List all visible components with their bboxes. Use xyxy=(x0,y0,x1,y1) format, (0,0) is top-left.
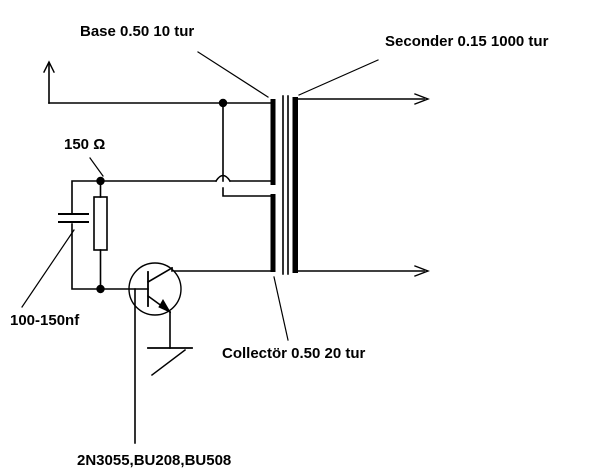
transistor-part-numbers-label: 2N3055,BU208,BU508 xyxy=(77,452,232,469)
capacitor-value-label: 100-150nf xyxy=(10,312,80,329)
capacitor-branch-return-wire xyxy=(71,223,102,290)
secondary-output-top xyxy=(295,93,430,105)
capacitor-label-leader xyxy=(21,229,75,308)
secondary-output-bottom xyxy=(295,265,430,277)
resistor-body xyxy=(93,196,108,251)
resistor-label-leader xyxy=(89,157,104,177)
secondary-winding-bar xyxy=(292,97,298,273)
npn-transistor xyxy=(128,262,182,316)
primary-collector-winding-bar xyxy=(270,194,276,272)
supply-input-arrow xyxy=(43,60,55,104)
transistor-emitter-arrow xyxy=(158,299,172,314)
wire-crossover-hop xyxy=(214,174,232,183)
primary-base-winding-bar xyxy=(270,99,276,185)
secondary-winding-label: Seconder 0.15 1000 tur xyxy=(385,33,549,50)
resistor-value-label: 150 Ω xyxy=(64,136,106,153)
secondary-label-leader xyxy=(298,59,379,96)
ground-slash xyxy=(150,348,187,377)
collector-winding-label: Collectör 0.50 20 tur xyxy=(222,345,366,362)
capacitor-branch-wire xyxy=(71,180,102,214)
earth-ground xyxy=(147,347,193,377)
collector-label-leader xyxy=(273,276,289,341)
transistor-envelope-circle xyxy=(128,262,182,316)
base-winding-label: Base 0.50 10 tur xyxy=(80,23,195,40)
collector-winding-top-lead xyxy=(222,187,273,197)
transistor-collector-lead xyxy=(146,266,174,284)
base-label-leader xyxy=(197,51,269,98)
